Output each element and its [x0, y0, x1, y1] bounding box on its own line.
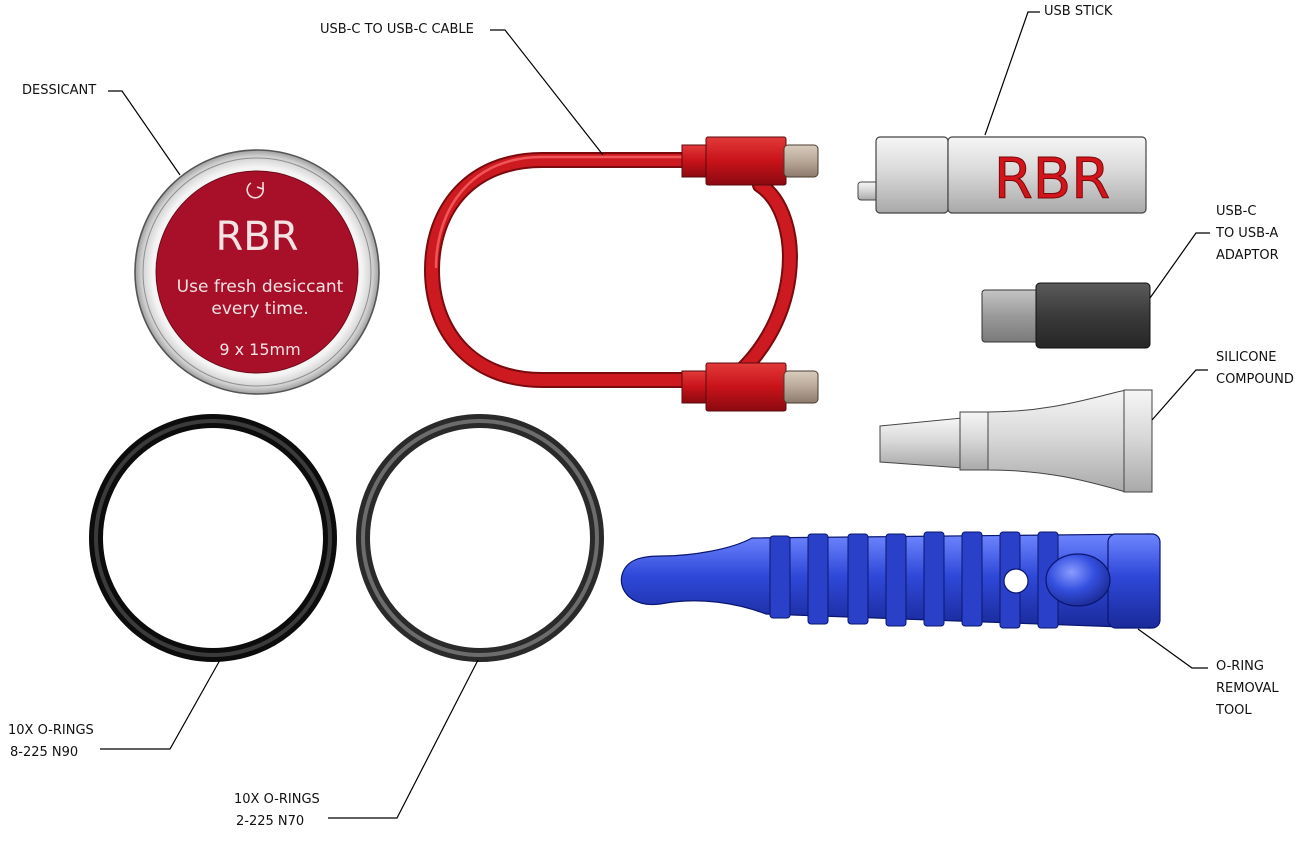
label-oring-n70: 10X O-RINGS 2-225 N70 — [234, 792, 320, 829]
o-ring-removal-tool — [620, 531, 1161, 629]
leader-oring-n90 — [100, 659, 221, 750]
leader-silicone — [1151, 369, 1208, 421]
desiccant-instruction-line2: every time. — [211, 299, 308, 319]
label-adaptor: USB-C TO USB-A ADAPTOR — [1216, 204, 1279, 263]
silicone-compound-tube — [879, 389, 1153, 493]
desiccant-size: 9 x 15mm — [219, 340, 300, 359]
leader-oring-n70 — [328, 659, 479, 819]
usb-stick: RBR — [857, 136, 1147, 214]
label-tool: O-RING REMOVAL TOOL — [1216, 659, 1279, 718]
leader-dessicant — [108, 90, 181, 176]
usb-c-cable — [423, 136, 819, 412]
label-cable: USB-C TO USB-C CABLE — [320, 22, 474, 37]
desiccant-instruction-line1: Use fresh desiccant — [177, 277, 344, 297]
label-silicone: SILICONE COMPOUND — [1216, 350, 1294, 387]
recycle-arrow-icon — [246, 182, 264, 199]
leader-adaptor — [1149, 232, 1210, 299]
label-usb-stick: USB STICK — [1044, 4, 1113, 19]
leader-cable — [490, 29, 604, 156]
label-oring-n90: 10X O-RINGS 8-225 N90 — [8, 723, 94, 760]
usb-adaptor — [981, 282, 1151, 349]
desiccant-canister: RBR Use fresh desiccant every time. 9 x … — [134, 149, 380, 395]
o-ring-n90 — [89, 414, 337, 662]
label-dessicant: DESSICANT — [22, 83, 97, 98]
leader-usb-stick — [984, 11, 1040, 136]
leader-lines — [100, 11, 1210, 819]
o-ring-n70 — [356, 414, 604, 662]
usb-stick-brand: RBR — [994, 147, 1110, 212]
leader-tool — [1137, 628, 1208, 669]
desiccant-brand: RBR — [215, 214, 298, 260]
